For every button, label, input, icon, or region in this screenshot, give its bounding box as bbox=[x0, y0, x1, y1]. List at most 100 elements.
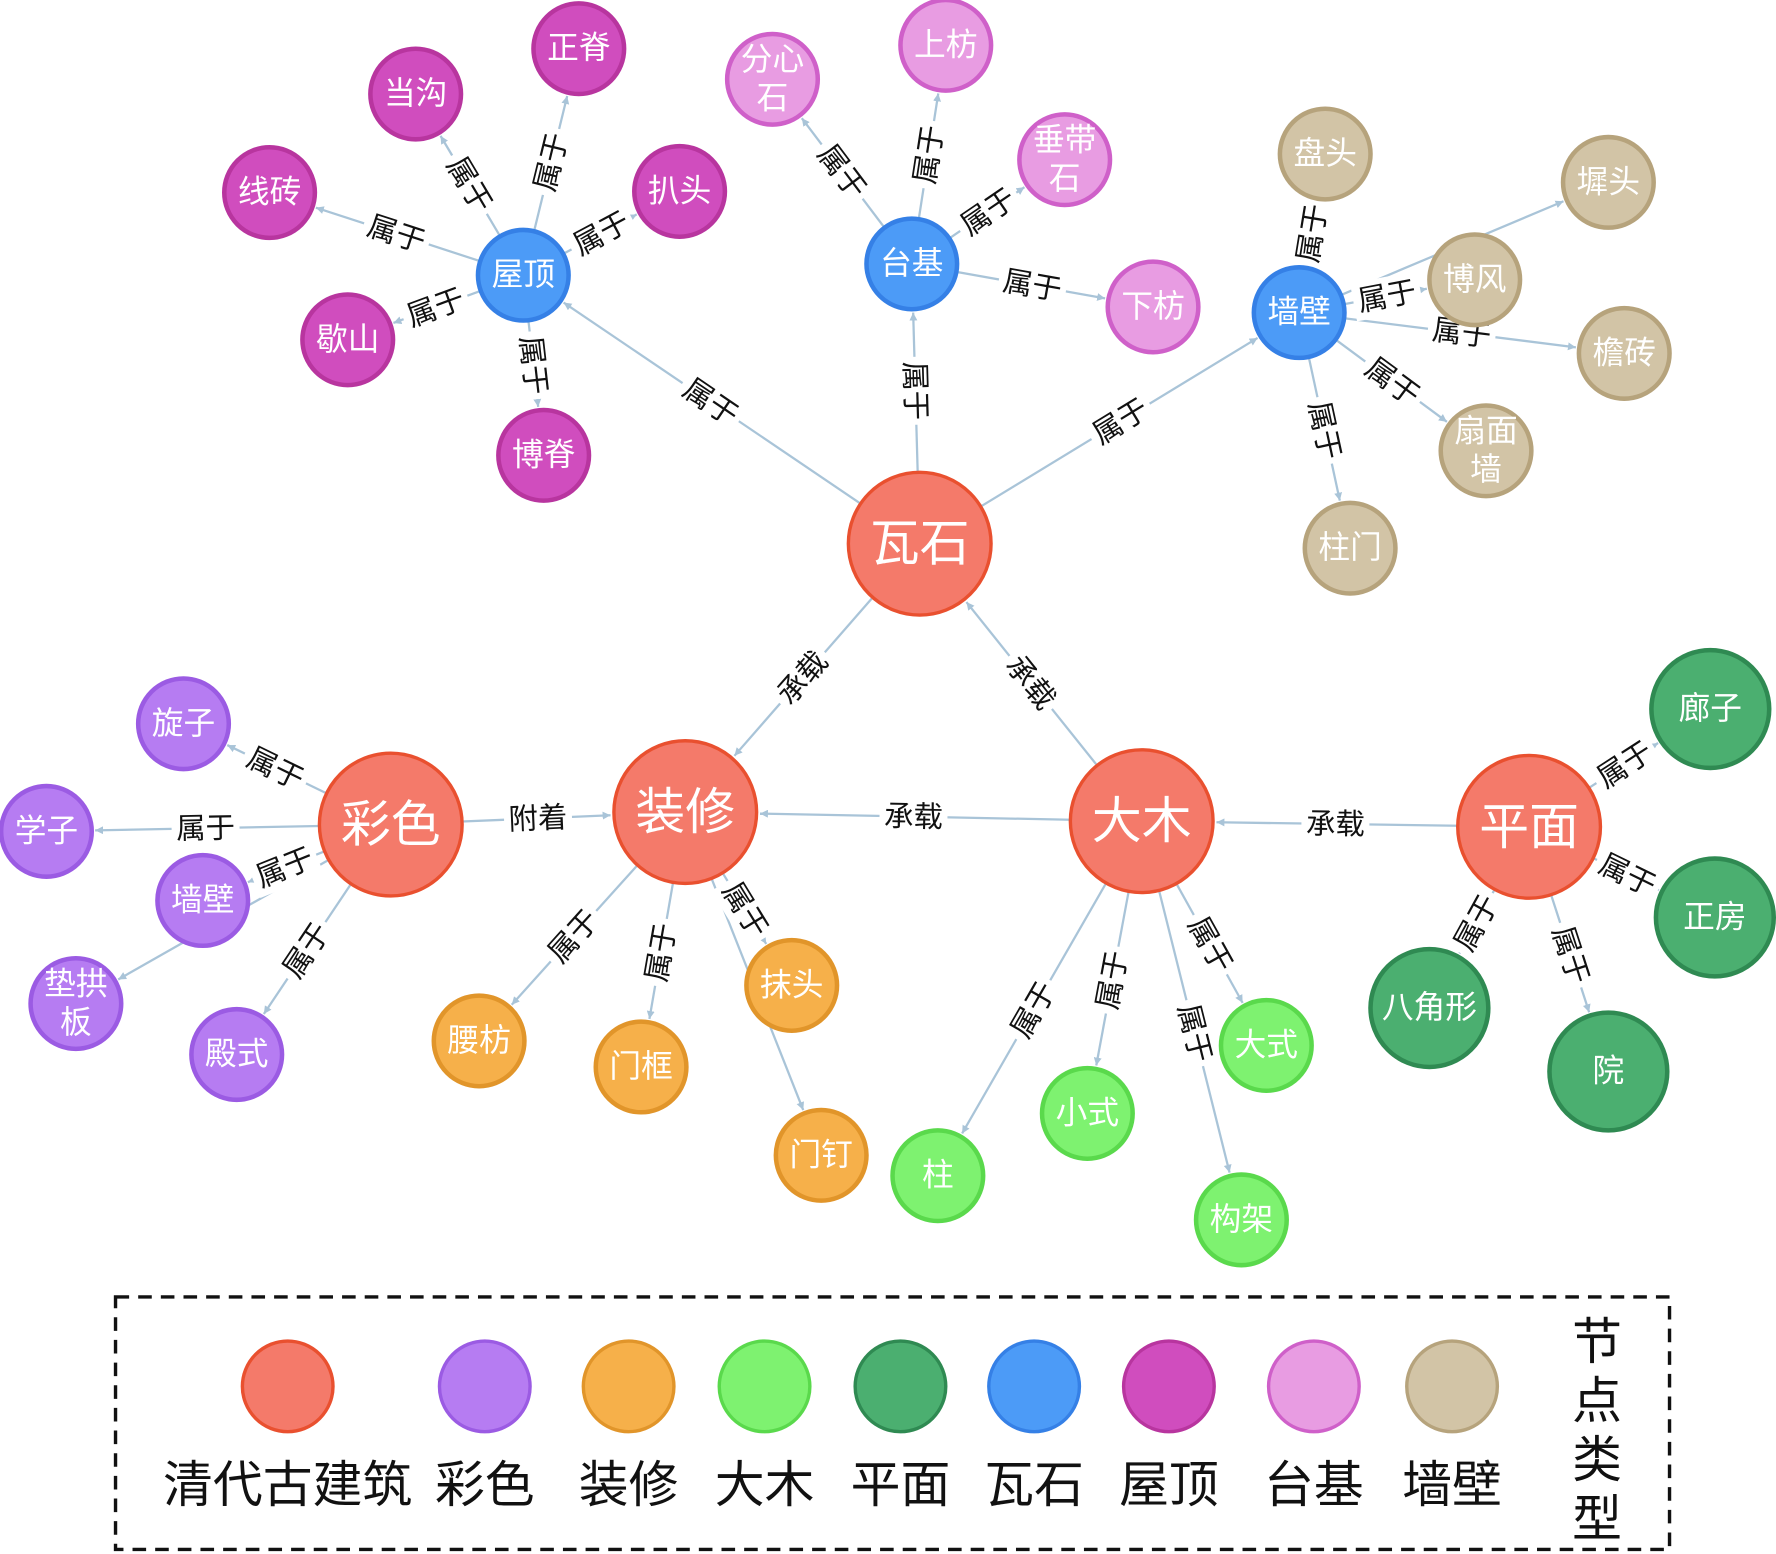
node-zhumen[interactable]: 柱门 bbox=[1302, 500, 1398, 596]
node-label: 门框 bbox=[609, 1049, 672, 1085]
edge-label: 属于 bbox=[536, 898, 611, 975]
node-fenxinshi[interactable]: 分心石 bbox=[724, 31, 821, 127]
node-circle bbox=[744, 937, 840, 1033]
legend-item: 平面 bbox=[851, 1339, 950, 1514]
node-wash[interactable]: 瓦石 bbox=[846, 470, 993, 617]
node-circle bbox=[1105, 259, 1201, 355]
node-batou[interactable]: 扒头 bbox=[632, 143, 728, 239]
node-xiafang[interactable]: 下枋 bbox=[1105, 259, 1201, 355]
node-bofeng[interactable]: 博风 bbox=[1427, 232, 1523, 328]
node-xuezi[interactable]: 学子 bbox=[0, 783, 94, 879]
node-label: 殿式 bbox=[205, 1036, 268, 1072]
edge-label: 属于 bbox=[671, 367, 750, 438]
node-pingmian[interactable]: 平面 bbox=[1456, 753, 1603, 900]
edge-label-text: 属于 bbox=[1355, 274, 1419, 318]
node-zhengfang[interactable]: 正房 bbox=[1653, 856, 1776, 979]
node-bajiaoxing[interactable]: 八角形 bbox=[1368, 946, 1491, 1070]
edge-label: 属于 bbox=[524, 124, 578, 200]
edge-label: 属于 bbox=[1298, 393, 1351, 468]
legend-item: 墙壁 bbox=[1402, 1339, 1502, 1514]
node-chitou[interactable]: 墀头 bbox=[1560, 134, 1656, 230]
node-xuanzi[interactable]: 旋子 bbox=[135, 676, 232, 772]
edge-label-text: 属于 bbox=[1171, 1000, 1218, 1065]
edge-label: 承载 bbox=[994, 643, 1067, 721]
legend-item: 清代古建筑 bbox=[163, 1339, 412, 1514]
node-circle bbox=[317, 751, 464, 898]
node-yaofang[interactable]: 腰枋 bbox=[431, 993, 527, 1089]
legend-label: 台基 bbox=[1264, 1456, 1364, 1514]
node-mending[interactable]: 门钉 bbox=[773, 1107, 869, 1203]
node-zhengji[interactable]: 正脊 bbox=[531, 1, 627, 97]
node-label: 博脊 bbox=[512, 437, 575, 473]
node-caise[interactable]: 彩色 bbox=[317, 751, 464, 898]
node-circle bbox=[1068, 748, 1215, 895]
node-label: 正脊 bbox=[547, 31, 610, 67]
node-circle bbox=[222, 144, 318, 241]
edge-label: 属于 bbox=[1087, 943, 1138, 1018]
node-dashi[interactable]: 大式 bbox=[1218, 997, 1314, 1094]
node-label: 小式 bbox=[1056, 1095, 1119, 1131]
node-wuding[interactable]: 屋顶 bbox=[475, 227, 571, 323]
node-label: 垫拱板 bbox=[44, 965, 108, 1041]
legend: 清代古建筑彩色装修大木平面瓦石屋顶台基墙壁 节点类型 bbox=[113, 1295, 1672, 1552]
node-circle bbox=[846, 470, 993, 617]
edge-label: 属于 bbox=[562, 200, 641, 267]
edge-label: 属于 bbox=[358, 205, 435, 263]
legend-swatch bbox=[1405, 1339, 1500, 1434]
node-damu[interactable]: 大木 bbox=[1068, 748, 1215, 895]
node-dianshi[interactable]: 殿式 bbox=[189, 1006, 285, 1103]
node-menkuang[interactable]: 门框 bbox=[593, 1019, 689, 1115]
node-qiangbi2[interactable]: 墙壁 bbox=[155, 852, 251, 949]
node-label: 墙壁 bbox=[1267, 295, 1330, 331]
legend-swatch bbox=[1266, 1339, 1361, 1434]
node-circle bbox=[612, 739, 759, 886]
node-circle bbox=[0, 783, 94, 879]
node-circle bbox=[135, 676, 232, 772]
edge-label: 属于 bbox=[510, 329, 557, 402]
node-label: 下枋 bbox=[1121, 289, 1184, 325]
node-circle bbox=[431, 993, 527, 1089]
node-xianzhuan[interactable]: 线砖 bbox=[222, 144, 318, 241]
node-label: 彩色 bbox=[341, 796, 441, 854]
node-pantou[interactable]: 盘头 bbox=[1277, 106, 1373, 202]
node-chuidaishi[interactable]: 垂带石 bbox=[1017, 112, 1113, 208]
node-zhu[interactable]: 柱 bbox=[890, 1128, 986, 1224]
edge-label: 属于 bbox=[1541, 916, 1600, 994]
node-label: 构架 bbox=[1210, 1202, 1273, 1238]
node-motou[interactable]: 抹头 bbox=[744, 937, 840, 1033]
node-danggou[interactable]: 当沟 bbox=[368, 46, 464, 142]
legend-item: 大木 bbox=[715, 1339, 814, 1514]
node-xiaoshi[interactable]: 小式 bbox=[1039, 1065, 1135, 1161]
edge-label: 属于 bbox=[1177, 905, 1244, 984]
node-yuan[interactable]: 院 bbox=[1547, 1010, 1670, 1133]
node-circle bbox=[724, 31, 821, 127]
edge-label: 属于 bbox=[806, 132, 878, 211]
node-goujia[interactable]: 构架 bbox=[1193, 1172, 1289, 1268]
edge-label: 属于 bbox=[245, 836, 324, 898]
edge-label: 属于 bbox=[999, 970, 1067, 1049]
node-label: 廊子 bbox=[1679, 691, 1742, 727]
node-boji[interactable]: 博脊 bbox=[496, 407, 592, 503]
edge-label: 承载 bbox=[879, 796, 948, 837]
node-shanmianqiang[interactable]: 扇面墙 bbox=[1438, 403, 1534, 499]
node-qiangbi[interactable]: 墙壁 bbox=[1251, 265, 1347, 361]
node-yanzhuan[interactable]: 檐砖 bbox=[1576, 305, 1672, 401]
edge-label: 属于 bbox=[396, 277, 475, 338]
node-circle bbox=[496, 407, 592, 503]
node-taiji[interactable]: 台基 bbox=[864, 216, 960, 312]
node-circle bbox=[632, 143, 728, 239]
node-circle bbox=[1560, 134, 1656, 230]
node-langzi[interactable]: 廊子 bbox=[1649, 647, 1772, 771]
edge-label: 承载 bbox=[1301, 804, 1370, 844]
node-xieshan[interactable]: 歇山 bbox=[300, 292, 396, 388]
node-label: 大式 bbox=[1235, 1027, 1298, 1063]
edge-label: 附着 bbox=[503, 797, 573, 840]
edge-label: 属于 bbox=[171, 808, 240, 849]
node-zhuangxiu[interactable]: 装修 bbox=[612, 739, 759, 886]
node-shangfang[interactable]: 上枋 bbox=[898, 0, 994, 93]
node-circle bbox=[531, 1, 627, 97]
edge-label: 属于 bbox=[895, 356, 936, 426]
legend-swatch bbox=[581, 1339, 676, 1434]
node-diangongban[interactable]: 垫拱板 bbox=[28, 955, 124, 1052]
